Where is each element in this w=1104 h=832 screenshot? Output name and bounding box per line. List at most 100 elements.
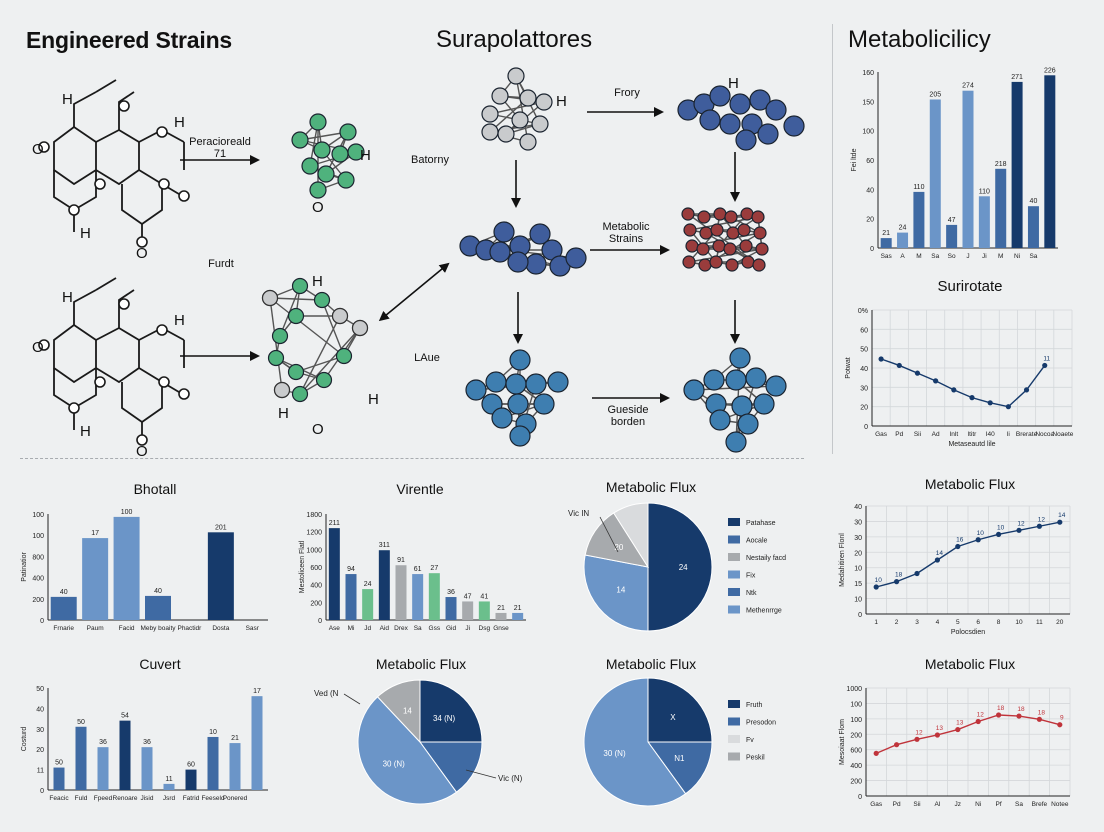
atom-ball [507, 393, 529, 415]
pie-slice [647, 677, 713, 743]
bar [53, 767, 65, 790]
atom-1 [118, 298, 130, 310]
y-tick-label: 20 [866, 217, 874, 224]
blue-molecule-middle [459, 221, 587, 277]
bar-value-label: 201 [215, 524, 227, 531]
atom-3 [136, 236, 148, 248]
blue-molecule-top [677, 85, 805, 151]
legend-swatch [728, 553, 740, 561]
x-tick-label: Facid [119, 625, 135, 632]
y-tick-label: 0 [318, 618, 322, 625]
atom-ball [783, 115, 805, 137]
atom-ball [267, 349, 285, 367]
data-point [1005, 404, 1011, 410]
bar-value-label: 61 [414, 566, 422, 573]
data-point [934, 732, 940, 738]
green-molecule-bottom [261, 277, 369, 403]
bar [1011, 81, 1023, 249]
atom-ball [724, 210, 738, 224]
pie-slice-label: X [670, 713, 676, 722]
bar-value-label: 21 [497, 605, 505, 612]
atom-4 [156, 126, 168, 138]
teal-molecule-bottom [465, 349, 569, 447]
y-tick-label: 400 [850, 763, 862, 770]
atom-h-label: H [556, 93, 567, 110]
atom-ball [291, 131, 309, 149]
bond-1 [95, 128, 140, 186]
bond [321, 299, 345, 357]
bar [428, 573, 440, 620]
bar [412, 574, 424, 620]
data-point [1042, 362, 1048, 369]
x-axis-label: Metaseautd lile [948, 441, 995, 448]
chart-c7-title: Cuvert [139, 656, 181, 672]
atom-ball [726, 226, 740, 240]
x-tick-label: Pd [893, 801, 901, 808]
bar [929, 99, 941, 248]
y-tick-label: 200 [32, 597, 44, 604]
bar-value-label: 21 [514, 605, 522, 612]
point-value-label: 13 [956, 720, 964, 727]
data-point [955, 543, 961, 550]
bar [362, 589, 374, 620]
bar [251, 696, 263, 790]
data-point [878, 356, 884, 362]
bond-4 [53, 368, 97, 410]
bar [897, 232, 909, 248]
y-tick-label: 40 [854, 504, 862, 511]
bar [495, 612, 507, 620]
point-value-label: 14 [936, 550, 944, 557]
atom-ball [698, 258, 712, 272]
bar-value-label: 47 [948, 217, 956, 224]
chart-c3-title: Bhotall [133, 481, 177, 497]
green-molecule-top [291, 113, 365, 199]
data-point [914, 736, 920, 742]
bar-value-label: 94 [347, 566, 355, 573]
atom-ball [709, 409, 731, 431]
legend-swatch [728, 535, 740, 544]
bar [512, 612, 524, 620]
bond [269, 297, 345, 357]
bar-value-label: 36 [447, 589, 455, 596]
pie-slice-label: 14 [616, 585, 625, 594]
atom-ball [465, 379, 487, 401]
left-heading: Engineered Strains [26, 27, 233, 53]
x-tick-label: Pd [895, 431, 903, 438]
bar [946, 224, 958, 248]
atom-ball [313, 291, 331, 309]
y-tick-label: 40 [860, 366, 868, 373]
x-tick-label: Ni [1014, 253, 1020, 260]
x-tick-label: Brefe [1032, 801, 1048, 808]
right-heading: Metabolicilicy [848, 26, 991, 53]
x-tick-label: So [948, 253, 956, 260]
bar-value-label: 271 [1011, 74, 1023, 81]
pie-slice [376, 679, 421, 744]
x-tick-label: Gss [429, 625, 441, 632]
y-tick-label: 10 [854, 597, 862, 604]
atom-h-label: H [368, 391, 379, 408]
atom-ball [313, 141, 331, 159]
bar-value-label: 17 [91, 530, 99, 537]
legend-swatch [728, 588, 740, 596]
x-tick-label: Sa [931, 253, 939, 260]
x-tick-label: Fatrid [183, 795, 200, 802]
label-laue: LAue [414, 352, 440, 364]
bond-5 [73, 289, 97, 325]
bar-value-label: 40 [154, 588, 162, 595]
y-axis-label: Fei ltde [851, 148, 858, 171]
x-tick-label: Gnse [493, 625, 509, 632]
atom-ball [682, 255, 696, 269]
bar-value-label: 40 [1030, 198, 1038, 205]
y-tick-label: 10 [854, 566, 862, 573]
atom-ball [723, 242, 737, 256]
chart-bhotall-bar: 0200400800100100Patinatior401710040201Fr… [21, 509, 268, 632]
atom-ball [729, 347, 751, 369]
atom-7 [68, 204, 80, 216]
atom-ball [271, 327, 289, 345]
bond-1 [95, 326, 140, 384]
atom-7 [68, 402, 80, 414]
y-tick-label: 30 [854, 519, 862, 526]
bond-3 [121, 367, 163, 424]
x-tick-label: Fuld [75, 795, 88, 802]
